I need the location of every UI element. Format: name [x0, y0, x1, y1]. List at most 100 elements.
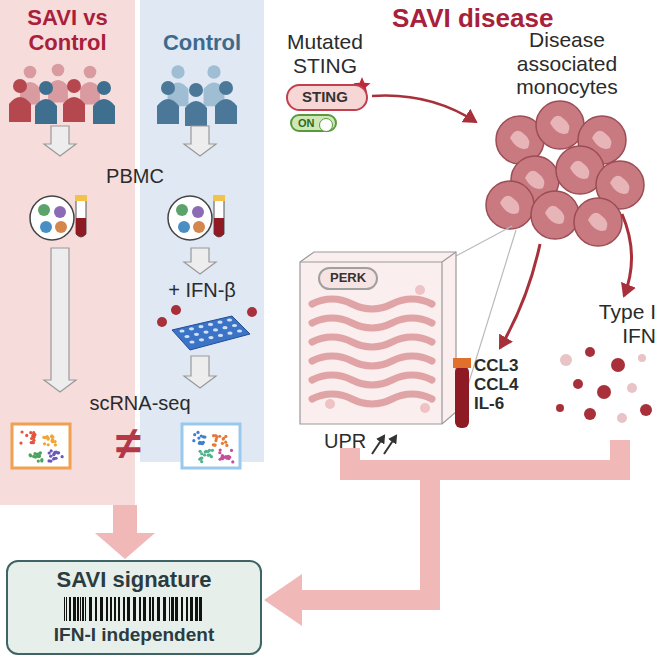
umap-dot: [39, 451, 42, 454]
flow-arrow: [44, 248, 76, 392]
barcode-bar: [69, 597, 71, 621]
barcode-bar: [73, 597, 76, 621]
feedback-arrow: [264, 440, 620, 626]
umap-dot: [47, 459, 50, 462]
cell: [193, 221, 205, 233]
plate-well: [179, 329, 184, 332]
nucleus: [592, 131, 611, 149]
illustration-part: [573, 379, 583, 389]
illustration-part: [172, 316, 250, 350]
barcode-bar: [175, 597, 178, 621]
illustration-part: [300, 252, 456, 424]
plate-well: [203, 331, 208, 334]
flow-arrow: [184, 126, 216, 156]
tube-cap: [213, 195, 225, 201]
person-head: [24, 66, 37, 79]
sample-label: PBMC: [98, 165, 172, 187]
umap-dot: [54, 443, 57, 446]
ifn-drop: [171, 305, 181, 315]
person-head: [161, 81, 175, 95]
barcode-bar: [133, 597, 136, 621]
blood: [214, 218, 224, 237]
treatment-label: + IFN-β: [152, 279, 252, 301]
umap-dot: [43, 442, 46, 445]
umap-dot: [54, 457, 57, 460]
vesicle: [420, 403, 430, 413]
nucleus: [500, 196, 519, 214]
monocyte: [531, 191, 579, 239]
umap-dot: [205, 450, 208, 453]
flow-arrow: [44, 126, 76, 156]
barcode-bar: [100, 597, 103, 621]
signature-box: SAVI signatureIFN-I independent: [6, 560, 262, 655]
pathway-label: UPR: [324, 430, 384, 452]
umap-dot: [49, 455, 52, 458]
barcode-bar: [163, 597, 166, 621]
person-head: [67, 79, 81, 93]
node-heading: SAVI vs Control: [4, 6, 131, 55]
umap-dot: [210, 455, 213, 458]
barcode-bar: [110, 597, 112, 621]
umap-dot: [200, 456, 203, 459]
cytokine-label: CCL3 CCL4 IL-6: [474, 356, 536, 413]
barcode-bar: [118, 597, 120, 621]
person-body: [35, 99, 57, 124]
umap-dot: [221, 442, 224, 445]
umap-dot: [32, 433, 35, 436]
barcode-bar: [106, 597, 108, 621]
umap-dot: [208, 449, 211, 452]
person-body: [215, 99, 237, 124]
node-body: IFN-I independent: [16, 624, 252, 645]
protein-pill: PERK: [318, 267, 378, 290]
plate-well: [199, 338, 204, 341]
umap-dot: [192, 439, 195, 442]
toggle-switch: ON: [290, 114, 337, 132]
umap-dot: [197, 436, 200, 439]
illustration-part: [560, 354, 572, 366]
umap-dot: [204, 450, 207, 453]
pbmc-icons: [30, 195, 225, 240]
mutation-label: Mutated STING: [266, 30, 384, 77]
plate-well: [189, 327, 194, 330]
barcode-bar: [77, 597, 79, 621]
cell: [192, 206, 204, 218]
umap-dot: [47, 437, 50, 440]
illustration-part: [638, 354, 646, 362]
plate-well: [213, 328, 218, 331]
well-plate: [157, 305, 257, 350]
cell: [178, 221, 190, 233]
barcode-bar: [139, 597, 141, 621]
umap-dot: [228, 456, 231, 459]
nucleus: [545, 206, 564, 224]
illustration-part: [585, 347, 595, 357]
barcode-bar: [152, 597, 154, 621]
barcode-bar: [127, 597, 130, 621]
umap-frame: [182, 424, 240, 468]
barcode-bar: [114, 597, 116, 621]
umap-dot: [230, 449, 233, 452]
umap-dot: [53, 440, 56, 443]
monocyte: [486, 181, 534, 229]
illustration-part: [584, 408, 596, 420]
umap-dot: [25, 434, 28, 437]
toggle-knob: [319, 118, 333, 132]
nucleus: [510, 131, 529, 149]
umap-dot: [222, 437, 225, 440]
er-membrane: [312, 318, 432, 328]
illustration-part: [300, 252, 456, 424]
barcode-bar: [195, 597, 198, 621]
umap-dot: [37, 459, 40, 462]
barcode-bar: [171, 597, 174, 621]
barcode-bar: [149, 597, 151, 621]
cell: [40, 221, 52, 233]
plate-well: [218, 334, 223, 337]
umap-dot: [200, 434, 203, 437]
arrow-shaft: [113, 505, 137, 534]
merge-arrow: [95, 505, 155, 559]
umap-dot: [50, 435, 53, 438]
serum-tube: [453, 358, 471, 428]
umap-dot: [48, 451, 51, 454]
person-body: [9, 97, 31, 122]
umap-dot: [29, 431, 32, 434]
plate-well: [189, 340, 194, 343]
